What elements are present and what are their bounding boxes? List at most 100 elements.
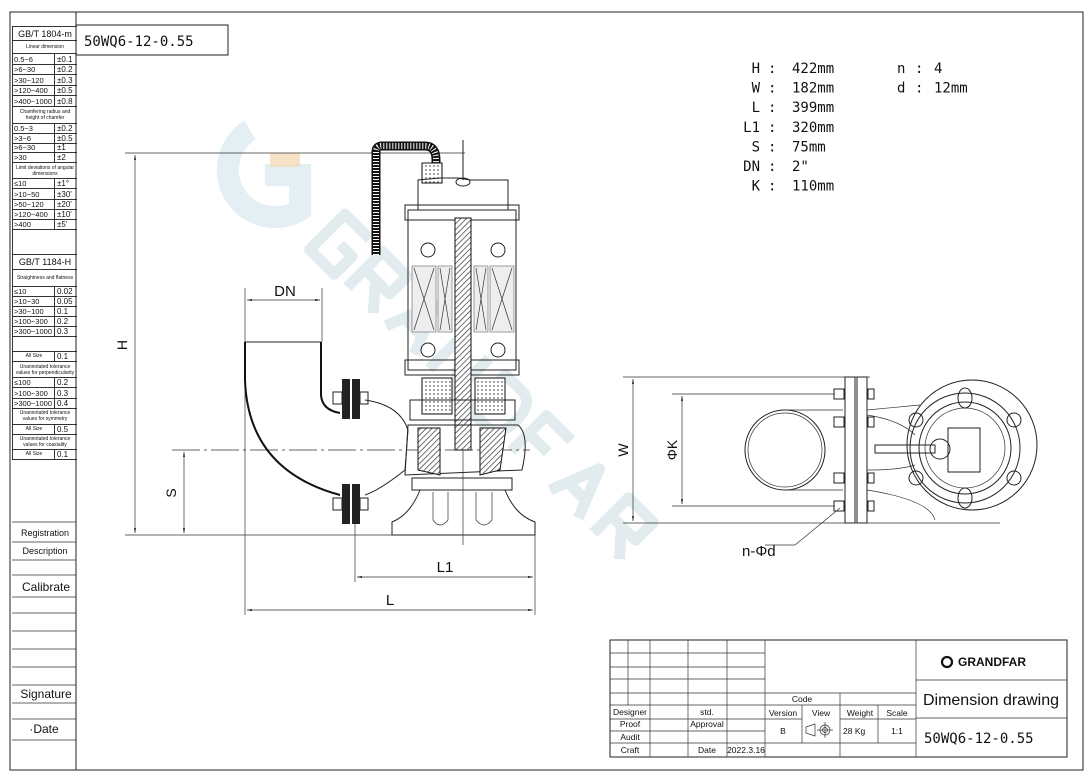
brand-name: GRANDFAR (958, 655, 1026, 669)
table-tolerance: ±0.2 (54, 124, 77, 133)
table-tolerance: ±1 (54, 143, 77, 153)
spec-separator: : (768, 139, 776, 155)
table-tolerance: ±0.3 (54, 75, 77, 85)
table-row: >30 ±2 (13, 152, 77, 163)
table-range: All Size (25, 450, 43, 457)
table-range: ≤100 (14, 378, 31, 388)
scale-label: Scale (886, 708, 908, 718)
table-row: >30~100 0.1 (13, 306, 77, 317)
spec-key: L1 (743, 120, 760, 136)
table-range: 0.5~3 (14, 123, 33, 133)
date-field-label: Date (698, 745, 716, 755)
table-row: >400±5' (13, 218, 77, 230)
spec-value: 75mm (792, 139, 826, 155)
table-row: >10~50 ±30' (13, 188, 77, 199)
dim-l-label: L (386, 592, 394, 609)
table-tolerance: ±1° (54, 179, 77, 189)
pump-top-view: W ΦK n-Φd (615, 376, 1038, 560)
table-tolerance: ±30' (54, 189, 77, 199)
table-range: >30~100 (14, 307, 44, 317)
table-range: All Size (25, 353, 43, 360)
spec-value: 4 (934, 61, 942, 77)
date-label: ·Date (29, 722, 59, 736)
dim-nd-label: n-Φd (742, 543, 776, 560)
registration-label: Registration (21, 528, 69, 538)
proof-label: Proof (620, 719, 641, 729)
table-header: GB/T 1184-H (13, 254, 77, 269)
table-tolerance: 0.1 (54, 307, 77, 317)
table-tolerance: ±0.5 (54, 134, 77, 143)
table-tolerance: ±0.5 (54, 85, 77, 96)
drawing-type: Dimension drawing (923, 692, 1059, 709)
table-tolerance: ±2 (54, 153, 77, 163)
table-tolerance: 0.2 (54, 317, 77, 327)
spec-separator: : (768, 120, 776, 136)
table-range: >100~300 (14, 317, 48, 327)
spec-key: K (752, 179, 761, 195)
table-range: >300~1000 (14, 327, 52, 337)
table-tolerance: ±0.2 (54, 64, 77, 75)
table-header: Straightness and flatness (13, 269, 77, 286)
spec-key: S (752, 139, 760, 155)
projection-symbol-icon (805, 722, 833, 738)
table-tolerance: 0.4 (54, 398, 77, 408)
table-row: All Size 0.5 (13, 423, 77, 434)
weight-label: Weight (847, 708, 874, 718)
spec-separator: : (915, 81, 923, 97)
table-row: >120~400±10' (13, 208, 77, 219)
scale-value: 1:1 (891, 726, 903, 736)
version-label: Version (769, 708, 798, 718)
spec-key: L (752, 100, 760, 116)
spec-separator: : (768, 81, 776, 97)
table-tolerance: 0.2 (54, 378, 77, 388)
table-row: >50~120±20' (13, 198, 77, 209)
table-range: >50~120 (14, 199, 44, 209)
spec-key: d (897, 81, 905, 97)
table-range: >30 (14, 153, 27, 163)
audit-label: Audit (620, 732, 640, 742)
table-range: >30~120 (14, 75, 44, 85)
table-tolerance: ±10' (54, 209, 77, 219)
table-tolerance: 0.05 (54, 297, 77, 307)
dim-dn-label: DN (274, 283, 296, 300)
table-header: Unannotated tolerance values for perpend… (13, 361, 77, 377)
spec-value: 12mm (934, 81, 968, 97)
description-label: Description (22, 546, 67, 556)
table-range: >10~30 (14, 297, 40, 307)
std-label: std. (700, 707, 714, 717)
spec-separator: : (768, 179, 776, 195)
table-range: >400~1000 (14, 96, 52, 106)
model-number: 50WQ6-12-0.55 (924, 731, 1034, 747)
table-tolerance: 0.5 (54, 424, 77, 434)
table-row: ≤10 ±1° (13, 178, 77, 189)
table-range: All Size (25, 425, 43, 432)
pump-front-view: H DN S L1 L (114, 140, 536, 615)
spec-separator: : (768, 159, 776, 175)
table-range: ≤10 (14, 287, 27, 297)
spec-value: 399mm (792, 100, 834, 116)
table-tolerance: 0.1 (54, 352, 77, 362)
table-range: >6~30 (14, 143, 36, 153)
table-spacer (13, 458, 77, 460)
table-range: >400 (14, 220, 31, 230)
table-range: >6~30 (14, 65, 36, 75)
table-range: >300~1000 (14, 398, 52, 408)
table-row: >6~30 ±1 (13, 142, 77, 153)
table-header: Limit deviations of angular dimensions (13, 162, 77, 178)
table-row: ≤100 0.2 (13, 377, 77, 388)
dim-w-label: W (615, 443, 631, 457)
table-range: ≤10 (14, 179, 27, 189)
view-label: View (812, 708, 831, 718)
spec-separator: : (768, 100, 776, 116)
table-range: >100~300 (14, 388, 48, 398)
grandfar-logo: GRANDFAR (940, 655, 1026, 669)
table-range: >10~50 (14, 189, 40, 199)
table-tolerance: ±0.8 (54, 96, 77, 106)
version-value: B (780, 726, 786, 736)
